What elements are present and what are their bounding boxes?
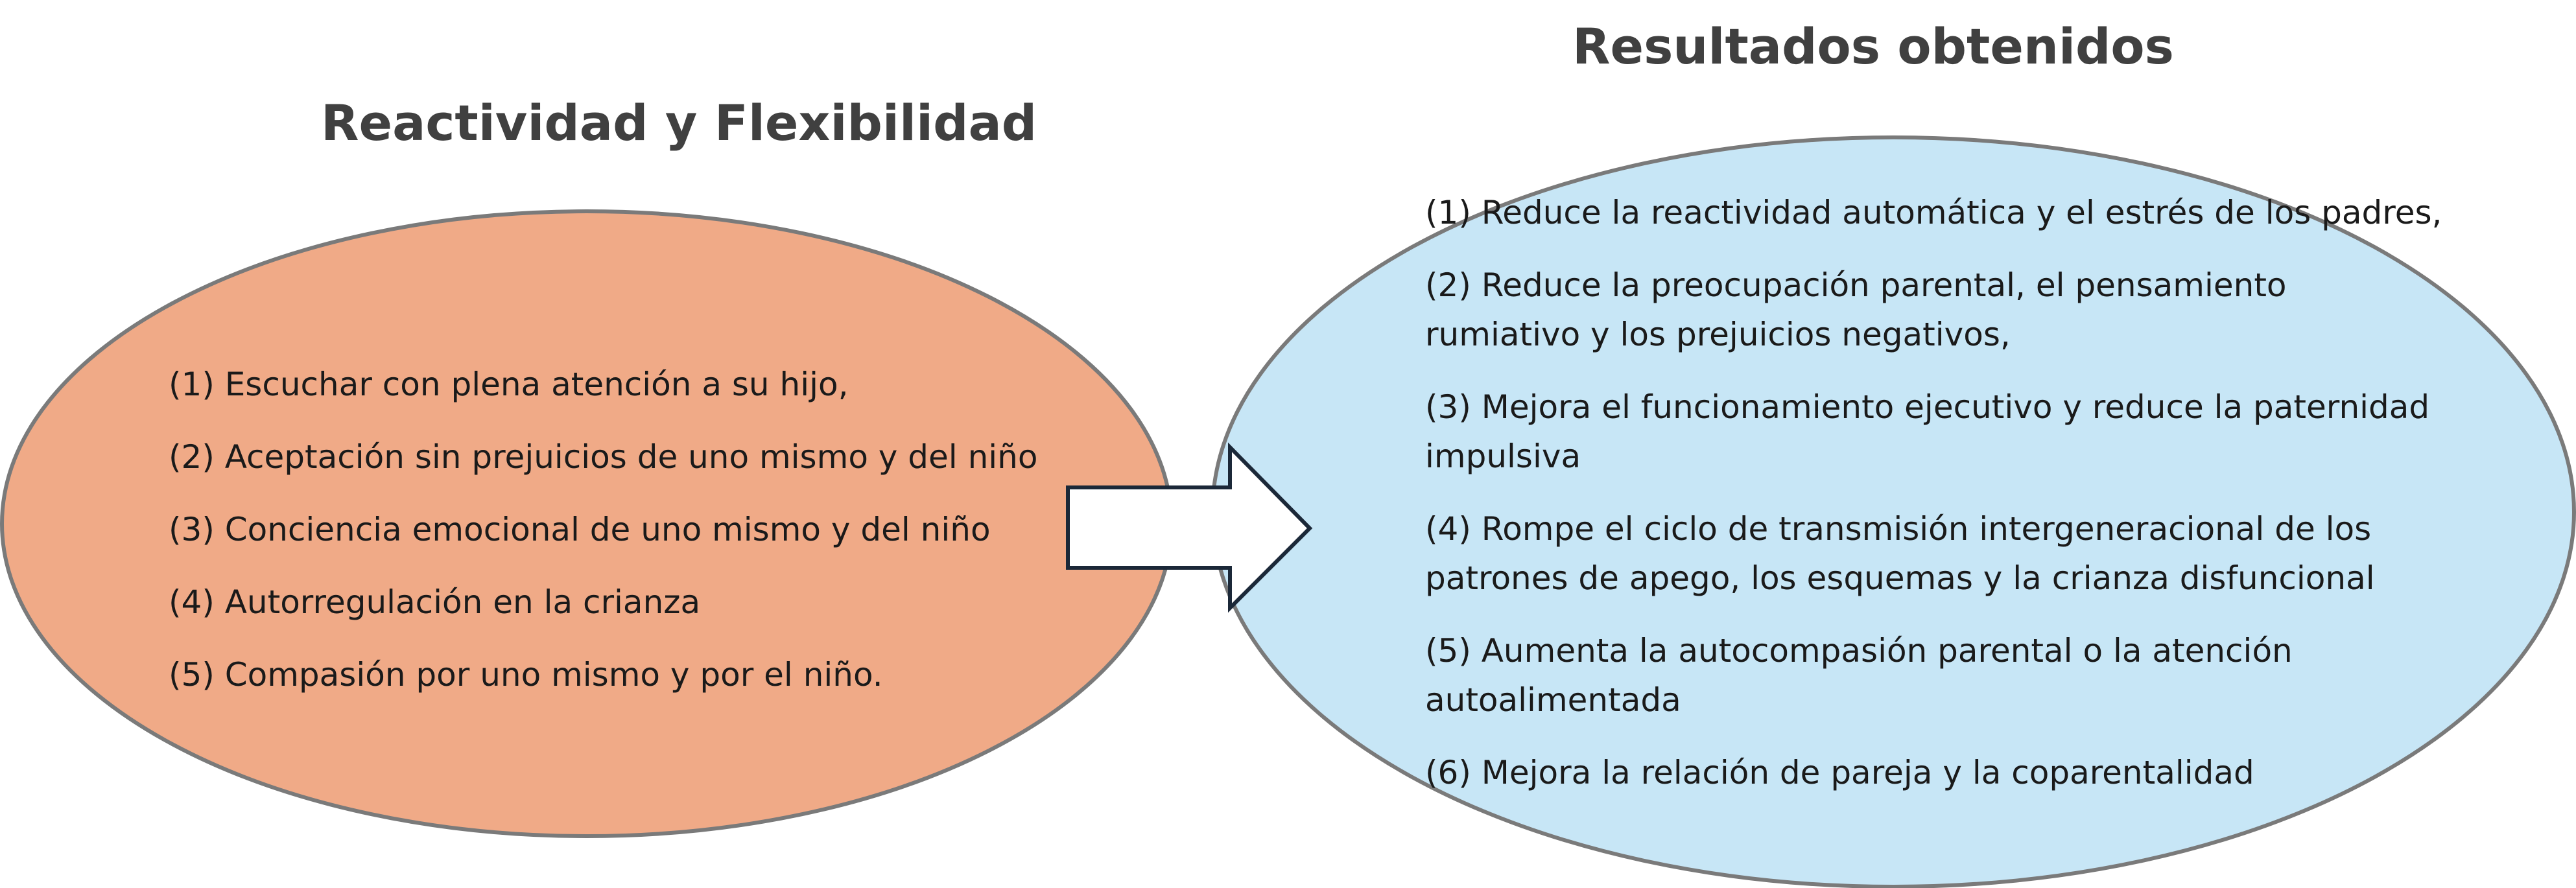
right-list-item: (5) Aumenta la autocompasión parental o …	[1425, 632, 2293, 719]
right-list-item: (6) Mejora la relación de pareja y la co…	[1425, 754, 2254, 791]
left-list-item: (1) Escuchar con plena atención a su hij…	[169, 366, 849, 403]
right-list-item: (4) Rompe el ciclo de transmisión interg…	[1425, 510, 2375, 597]
left-panel-title: Reactividad y Flexibilidad	[321, 94, 1037, 152]
right-list-item: (2) Reduce la preocupación parental, el …	[1425, 266, 2287, 353]
right-arrow-icon	[1066, 442, 1313, 613]
right-list-item: (3) Mejora el funcionamiento ejecutivo y…	[1425, 388, 2430, 475]
left-panel-list: (1) Escuchar con plena atención a su hij…	[169, 360, 1122, 723]
left-list-item: (4) Autorregulación en la crianza	[169, 583, 701, 621]
right-panel-list: (1) Reduce la reactividad automática y e…	[1425, 188, 2443, 821]
left-list-item: (5) Compasión por uno mismo y por el niñ…	[169, 656, 883, 694]
right-list-item: (1) Reduce la reactividad automática y e…	[1425, 194, 2442, 231]
left-list-item: (2) Aceptación sin prejuicios de uno mis…	[169, 438, 1038, 476]
right-panel-title: Resultados obtenidos	[1572, 18, 2174, 75]
left-list-item: (3) Conciencia emocional de uno mismo y …	[169, 511, 991, 548]
